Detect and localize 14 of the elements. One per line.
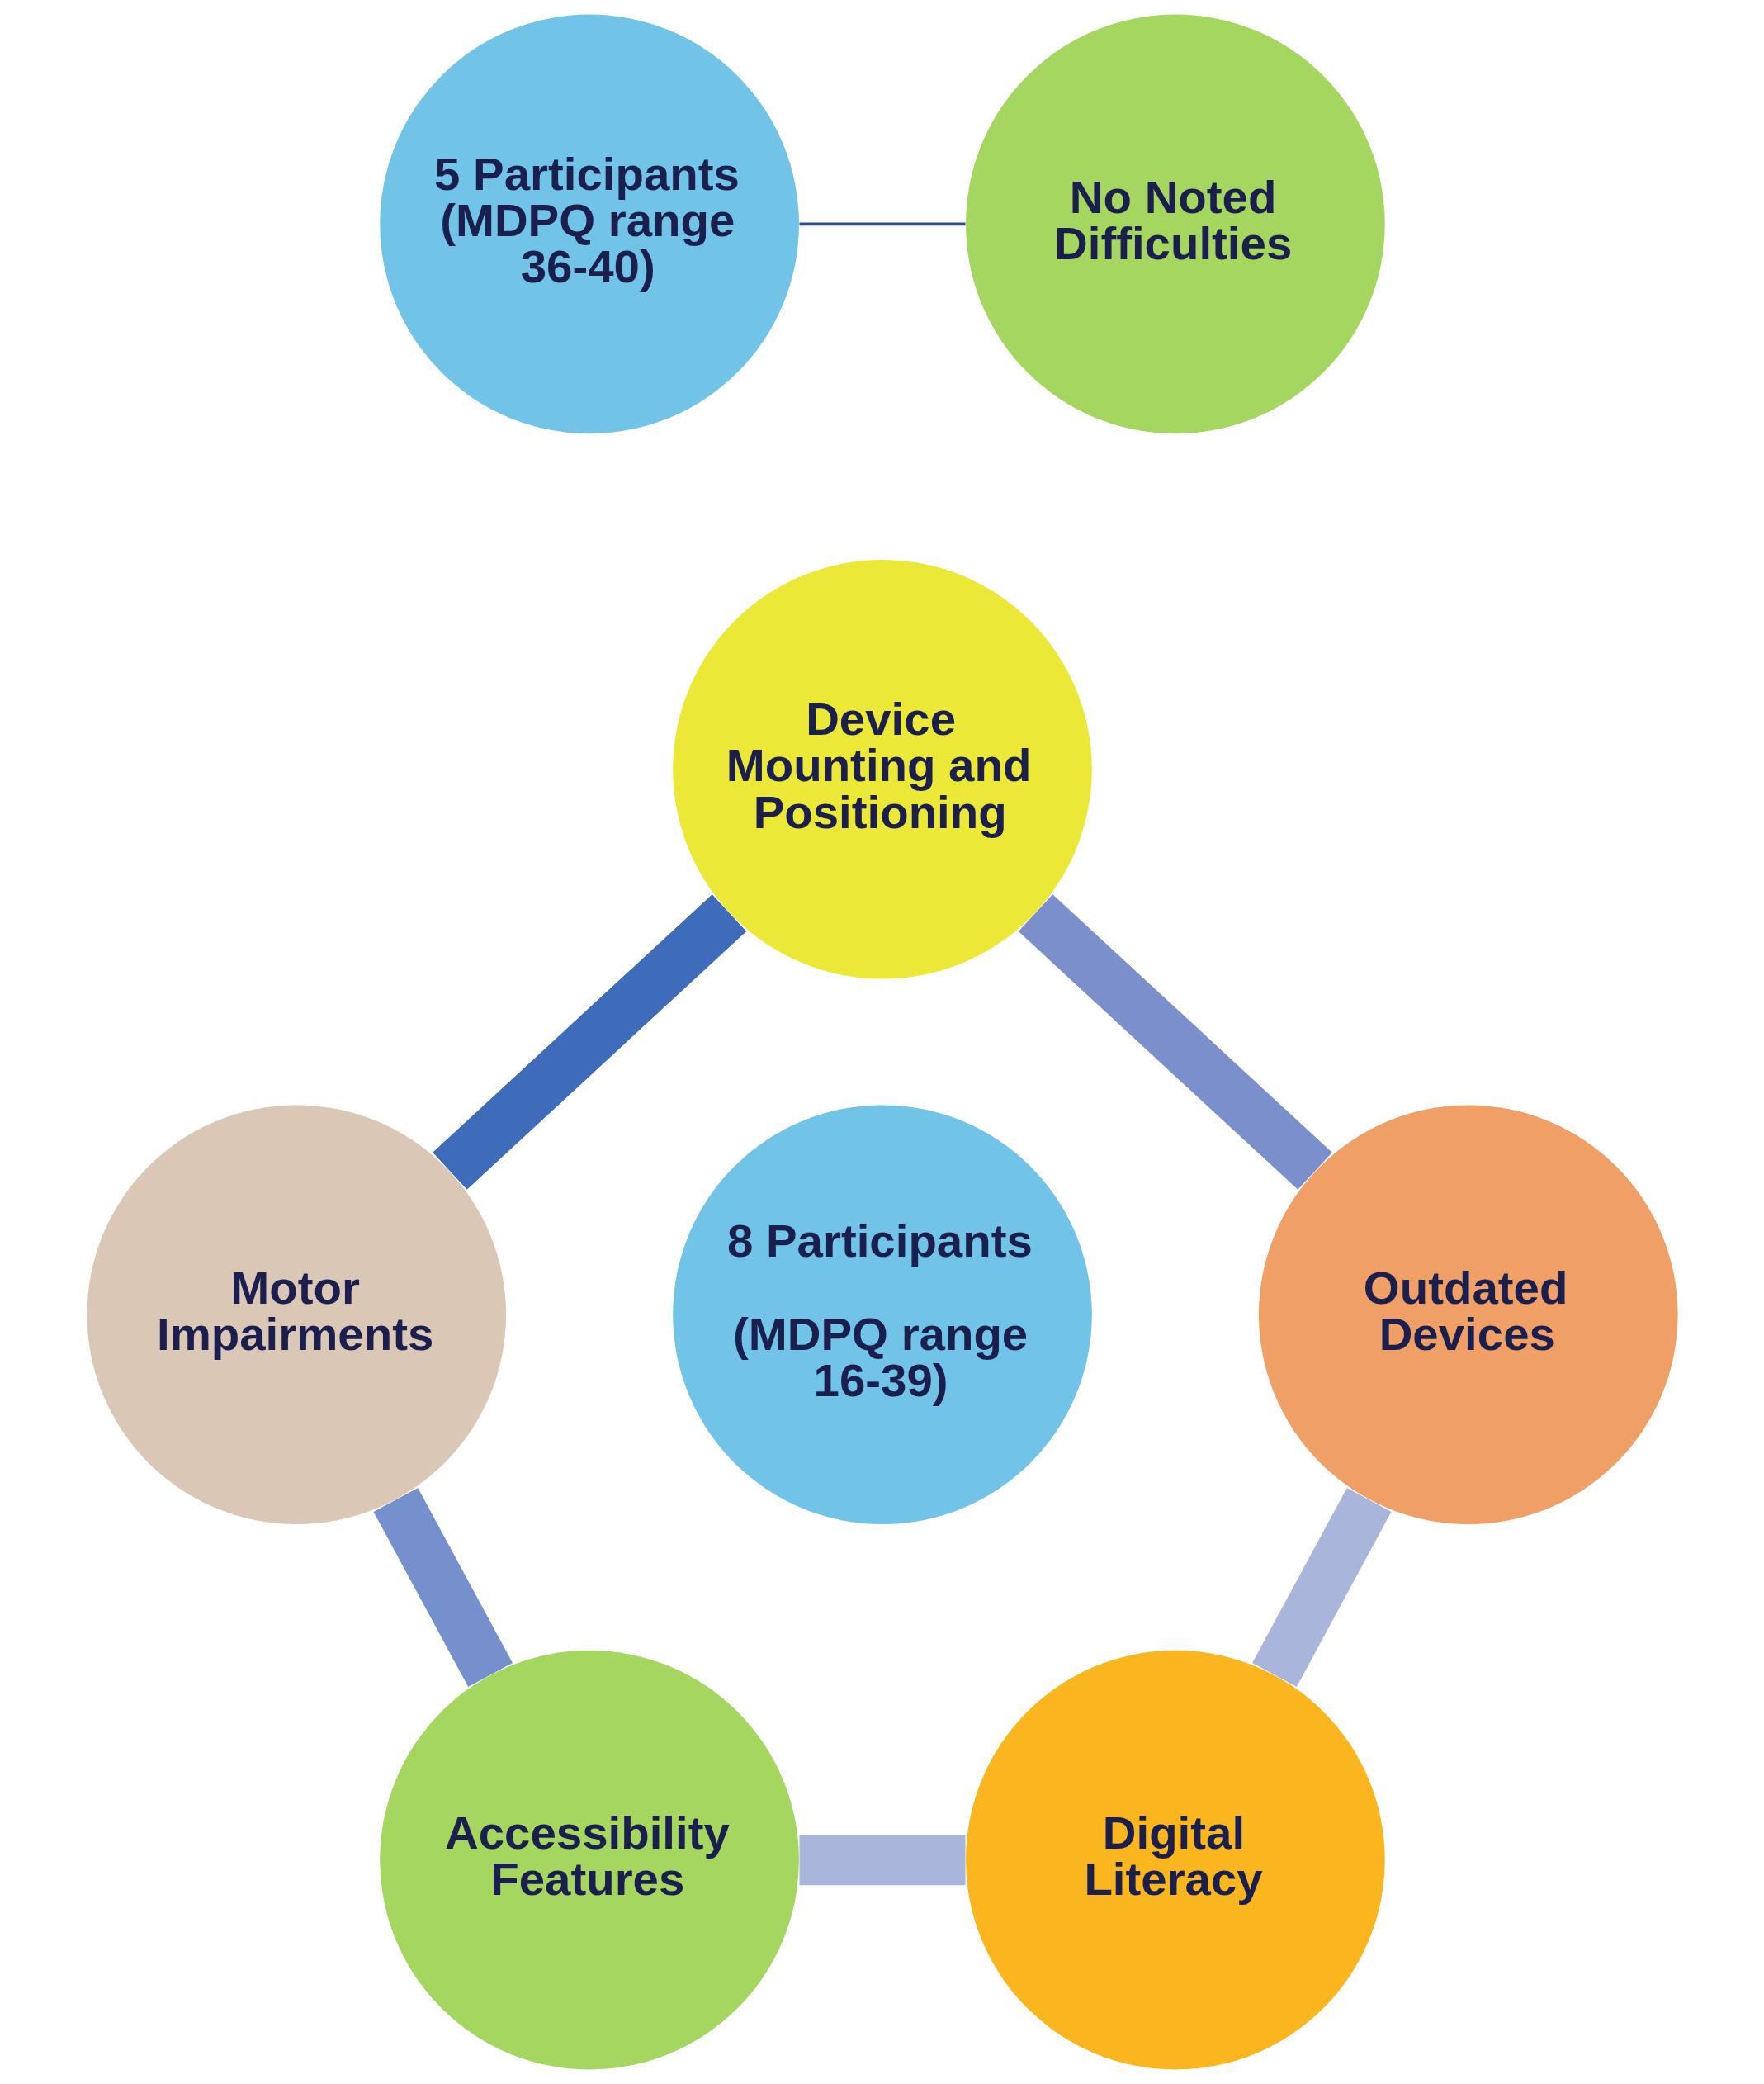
connector xyxy=(373,1488,513,1688)
node-circle: Accessibility Features xyxy=(379,1650,799,2070)
connector xyxy=(799,1835,965,1886)
connector xyxy=(1251,1488,1391,1688)
node-circle: Outdated Devices xyxy=(1258,1105,1678,1525)
connector xyxy=(432,894,746,1190)
connector xyxy=(799,222,965,226)
node-circle: Device Mounting and Positioning xyxy=(672,559,1092,979)
node-circle: Digital Literacy xyxy=(965,1650,1385,2070)
node-circle: No Noted Difficulties xyxy=(965,14,1385,434)
node-circle: 5 Participants (MDPQ range 36-40) xyxy=(379,14,799,434)
node-circle: Motor Impairments xyxy=(86,1105,506,1525)
connector xyxy=(1018,894,1332,1190)
node-circle: 8 Participants (MDPQ range 16-39) xyxy=(672,1105,1092,1525)
